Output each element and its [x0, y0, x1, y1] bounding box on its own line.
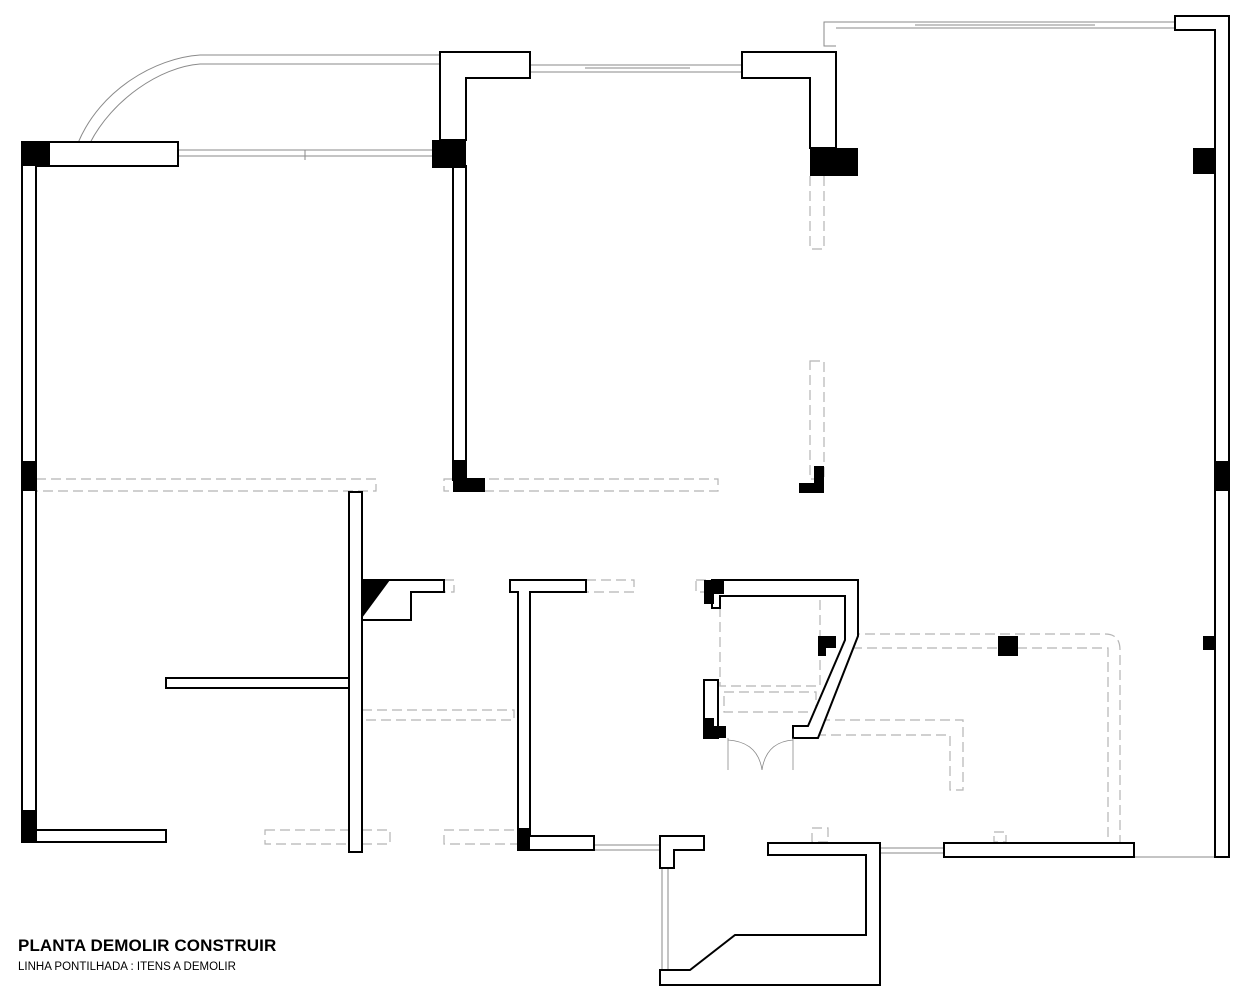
wall-kitchen-angled: [711, 579, 859, 739]
demolish-wall-counter-right: [849, 633, 1121, 846]
window-curved-top-left: [77, 54, 440, 144]
wall-center-upper-right: [741, 51, 837, 149]
demolish-wall-right-vertical-upper: [809, 174, 825, 250]
column-right-mid: [799, 466, 824, 493]
demolish-wall-mid-horizontal: [361, 709, 515, 721]
drawing-legend: PLANTA DEMOLIR CONSTRUIR LINHA PONTILHAD…: [18, 935, 276, 975]
window-bottom-center: [594, 844, 660, 851]
column-right-edge-low: [1203, 636, 1215, 650]
column-center-top: [432, 140, 466, 168]
demolish-wall-stair-stub: [443, 579, 455, 593]
column-stair-triangle: [362, 580, 390, 618]
demolish-wall-bottom-left: [264, 829, 352, 845]
wall-spine-vertical: [348, 491, 363, 853]
drawing-title: PLANTA DEMOLIR CONSTRUIR: [18, 936, 277, 955]
window-bay-left: [661, 868, 669, 970]
wall-bottom-right-segment: [943, 842, 1135, 858]
demolish-wall-bottom-mid-a: [361, 829, 391, 845]
wall-corridor: [509, 579, 595, 851]
column-left-bottom: [22, 810, 36, 842]
demolish-wall-center-horizontal: [443, 478, 719, 492]
wall-left-exterior: [21, 141, 37, 843]
window-top-left: [178, 149, 432, 160]
demolish-wall-left-horizontal: [35, 478, 377, 492]
wall-center-upper-left: [439, 51, 531, 141]
demolish-wall-right-vertical-mid: [809, 360, 825, 480]
demolish-wall-kitchen-lower: [723, 691, 817, 713]
column-left-mid: [22, 461, 36, 491]
window-top-center: [530, 64, 742, 73]
walls: [21, 15, 1230, 986]
drawing-subtitle: LINHA PONTILHADA : ITENS A DEMOLIR: [18, 961, 236, 973]
window-top-right: [823, 21, 1175, 47]
wall-center-vertical: [452, 165, 467, 481]
column-right-upper: [810, 148, 858, 176]
demolish-wall-corridor-top: [585, 579, 635, 593]
column-kitchen-mid: [998, 636, 1018, 656]
demolish-wall-counter-low: [819, 719, 964, 791]
door-kitchen-double: [727, 738, 794, 771]
windows: [77, 21, 1215, 970]
column-kitchen-corner: [704, 580, 724, 604]
wall-top-left-segment: [35, 141, 179, 167]
demolish-items: [35, 174, 1121, 846]
column-right-edge-mid: [1215, 461, 1229, 491]
column-right-edge-top: [1193, 148, 1215, 174]
demolish-stub-bottom-b: [993, 831, 1007, 843]
demolish-wall-bottom-mid-b: [443, 829, 521, 845]
window-bottom-right: [880, 847, 1215, 858]
columns: [22, 140, 1229, 850]
demolish-stub-bottom-a: [811, 827, 829, 843]
wall-bay-angled: [659, 842, 881, 986]
column-kitchen-stub: [704, 718, 726, 738]
wall-spine-arm: [165, 677, 350, 689]
column-center-bottom: [453, 460, 485, 492]
wall-right-exterior: [1174, 15, 1230, 858]
wall-bay-left: [659, 835, 705, 869]
column-corridor-bottom: [518, 828, 530, 850]
column-kitchen-angled: [818, 636, 836, 656]
column-top-left: [22, 142, 50, 166]
wall-bottom-left-segment: [35, 829, 167, 843]
